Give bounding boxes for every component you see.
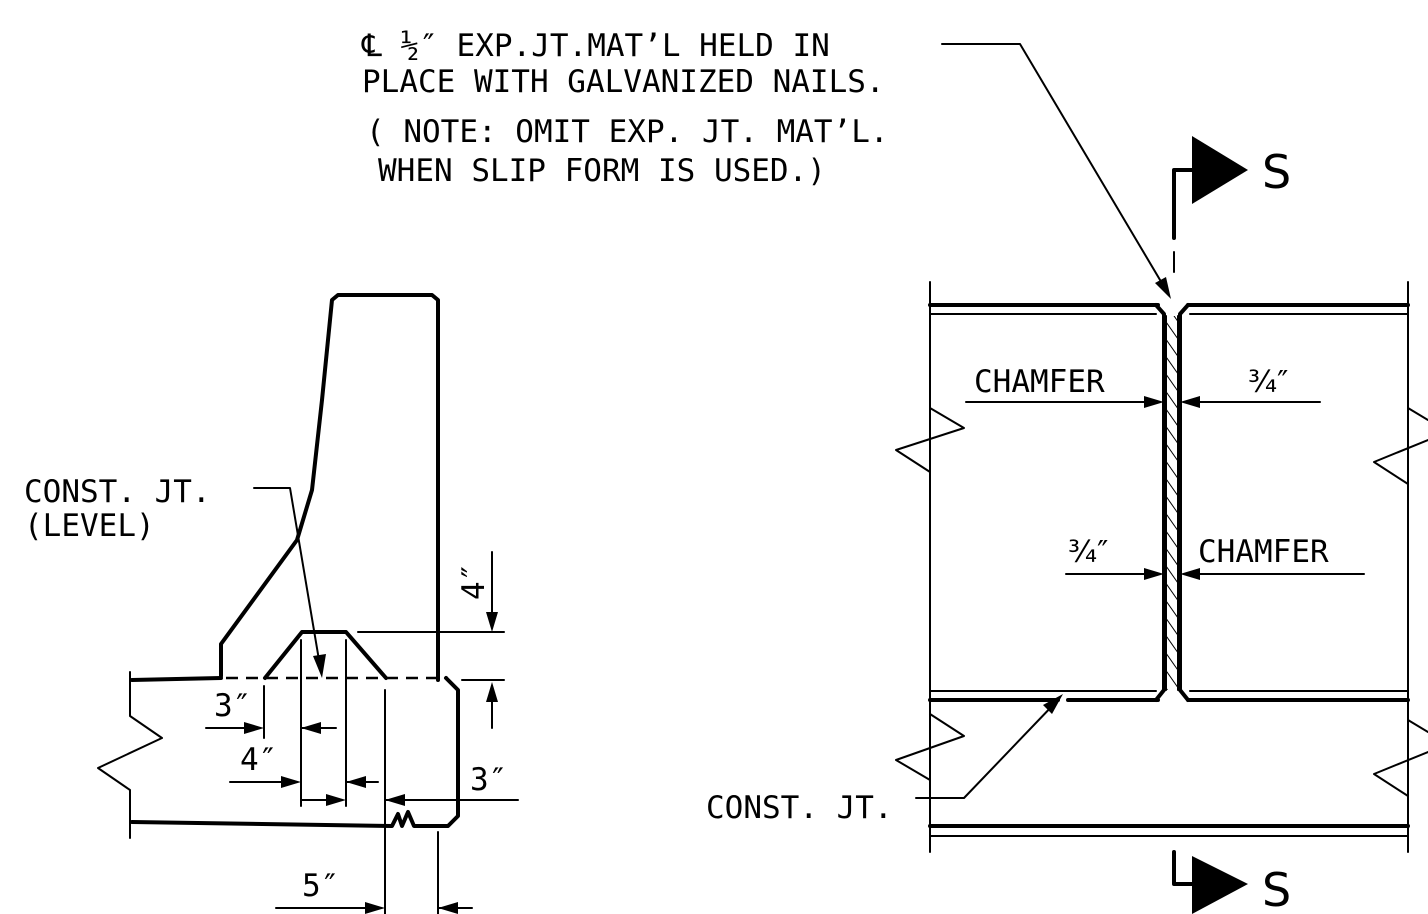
dim-4-vertical-arrowhead — [486, 612, 498, 632]
slab-top-left — [130, 676, 223, 682]
section-mark-bottom: S — [1262, 863, 1291, 914]
joint-left-edge — [1154, 303, 1166, 702]
plan-break-right-bottom — [1407, 719, 1428, 733]
const-jt-level-label-line2: (LEVEL) — [24, 508, 155, 544]
slab-bottom — [130, 810, 442, 828]
dim-3-right-label: 3″ — [470, 762, 507, 798]
slab-break-line — [97, 671, 163, 839]
joint-right-edge — [1178, 303, 1190, 702]
chamfer-mid-arrowhead — [1180, 568, 1200, 580]
exp-joint-leader-arrowhead — [1155, 277, 1171, 299]
dim-5-label: 5″ — [302, 868, 339, 904]
section-cut-line-bottom — [1172, 850, 1194, 886]
shear-key — [263, 630, 388, 680]
chamfer-top-label: CHAMFER — [974, 364, 1105, 400]
plan-break-left-top — [895, 407, 965, 473]
const-jt-level-label-line1: CONST. JT. — [24, 474, 211, 510]
omit-note-line1: ( NOTE: OMIT EXP. JT. MAT’L. — [366, 114, 889, 150]
dim-3-left-arrowhead — [244, 722, 264, 734]
barrier-section-view: 4″ 3″ 4″ 3″ 5″ CONST. JT. (LEVEL) — [24, 293, 519, 914]
dim-3-left-label: 3″ — [214, 688, 251, 724]
three-quarter-mid-arrowhead — [1144, 568, 1164, 580]
const-jt-label: CONST. JT. — [706, 790, 893, 826]
chamfer-mid-label: CHAMFER — [1198, 534, 1329, 570]
const-jt-leader-arrowhead — [1043, 694, 1063, 714]
dim-3-right-arrowhead — [326, 794, 346, 806]
chamfer-top-arrowhead — [1144, 396, 1164, 408]
three-quarter-top-label: ¾″ — [1248, 365, 1288, 400]
section-mark-top: S — [1262, 145, 1291, 199]
omit-note-line2: WHEN SLIP FORM IS USED.) — [378, 153, 826, 189]
const-jt-level-leader-arrowhead — [313, 654, 326, 678]
plan-view: S S CHAMFER ¾″ ¾″ CHAMFER CONST. JT. — [706, 136, 1428, 914]
plan-break-right-bottom-b — [1373, 751, 1428, 797]
exp-joint-note-line2: PLACE WITH GALVANIZED NAILS. — [362, 64, 885, 100]
section-arrow-top — [1192, 136, 1248, 204]
section-arrow-bottom — [1192, 856, 1248, 914]
const-jt-leader — [915, 701, 1057, 799]
const-jt-level-leader — [253, 487, 321, 667]
dim-3-vertical-arrowhead — [486, 682, 498, 702]
barrier-outline — [219, 293, 440, 682]
dim-4-lower-label: 4″ — [240, 742, 277, 778]
plan-break-right-top — [1407, 407, 1428, 421]
three-quarter-mid-label: ¾″ — [1068, 535, 1108, 570]
exp-joint-leader — [941, 43, 1167, 291]
dim-4-lower-arrowhead — [281, 776, 301, 788]
slab-right-edge — [438, 676, 460, 828]
plan-break-right-top-b — [1373, 439, 1428, 485]
plan-break-left-bottom — [895, 713, 965, 781]
exp-joint-note-line1: ℄ ½″ EXP.JT.MAT’L HELD IN — [361, 28, 830, 64]
dim-4-vertical-label: 4″ — [456, 563, 492, 600]
dim-5-arrowhead — [365, 902, 385, 914]
three-quarter-top-arrowhead — [1180, 396, 1200, 408]
section-cut-line-top — [1172, 168, 1194, 240]
expansion-joint-material-hatch — [1167, 316, 1177, 690]
